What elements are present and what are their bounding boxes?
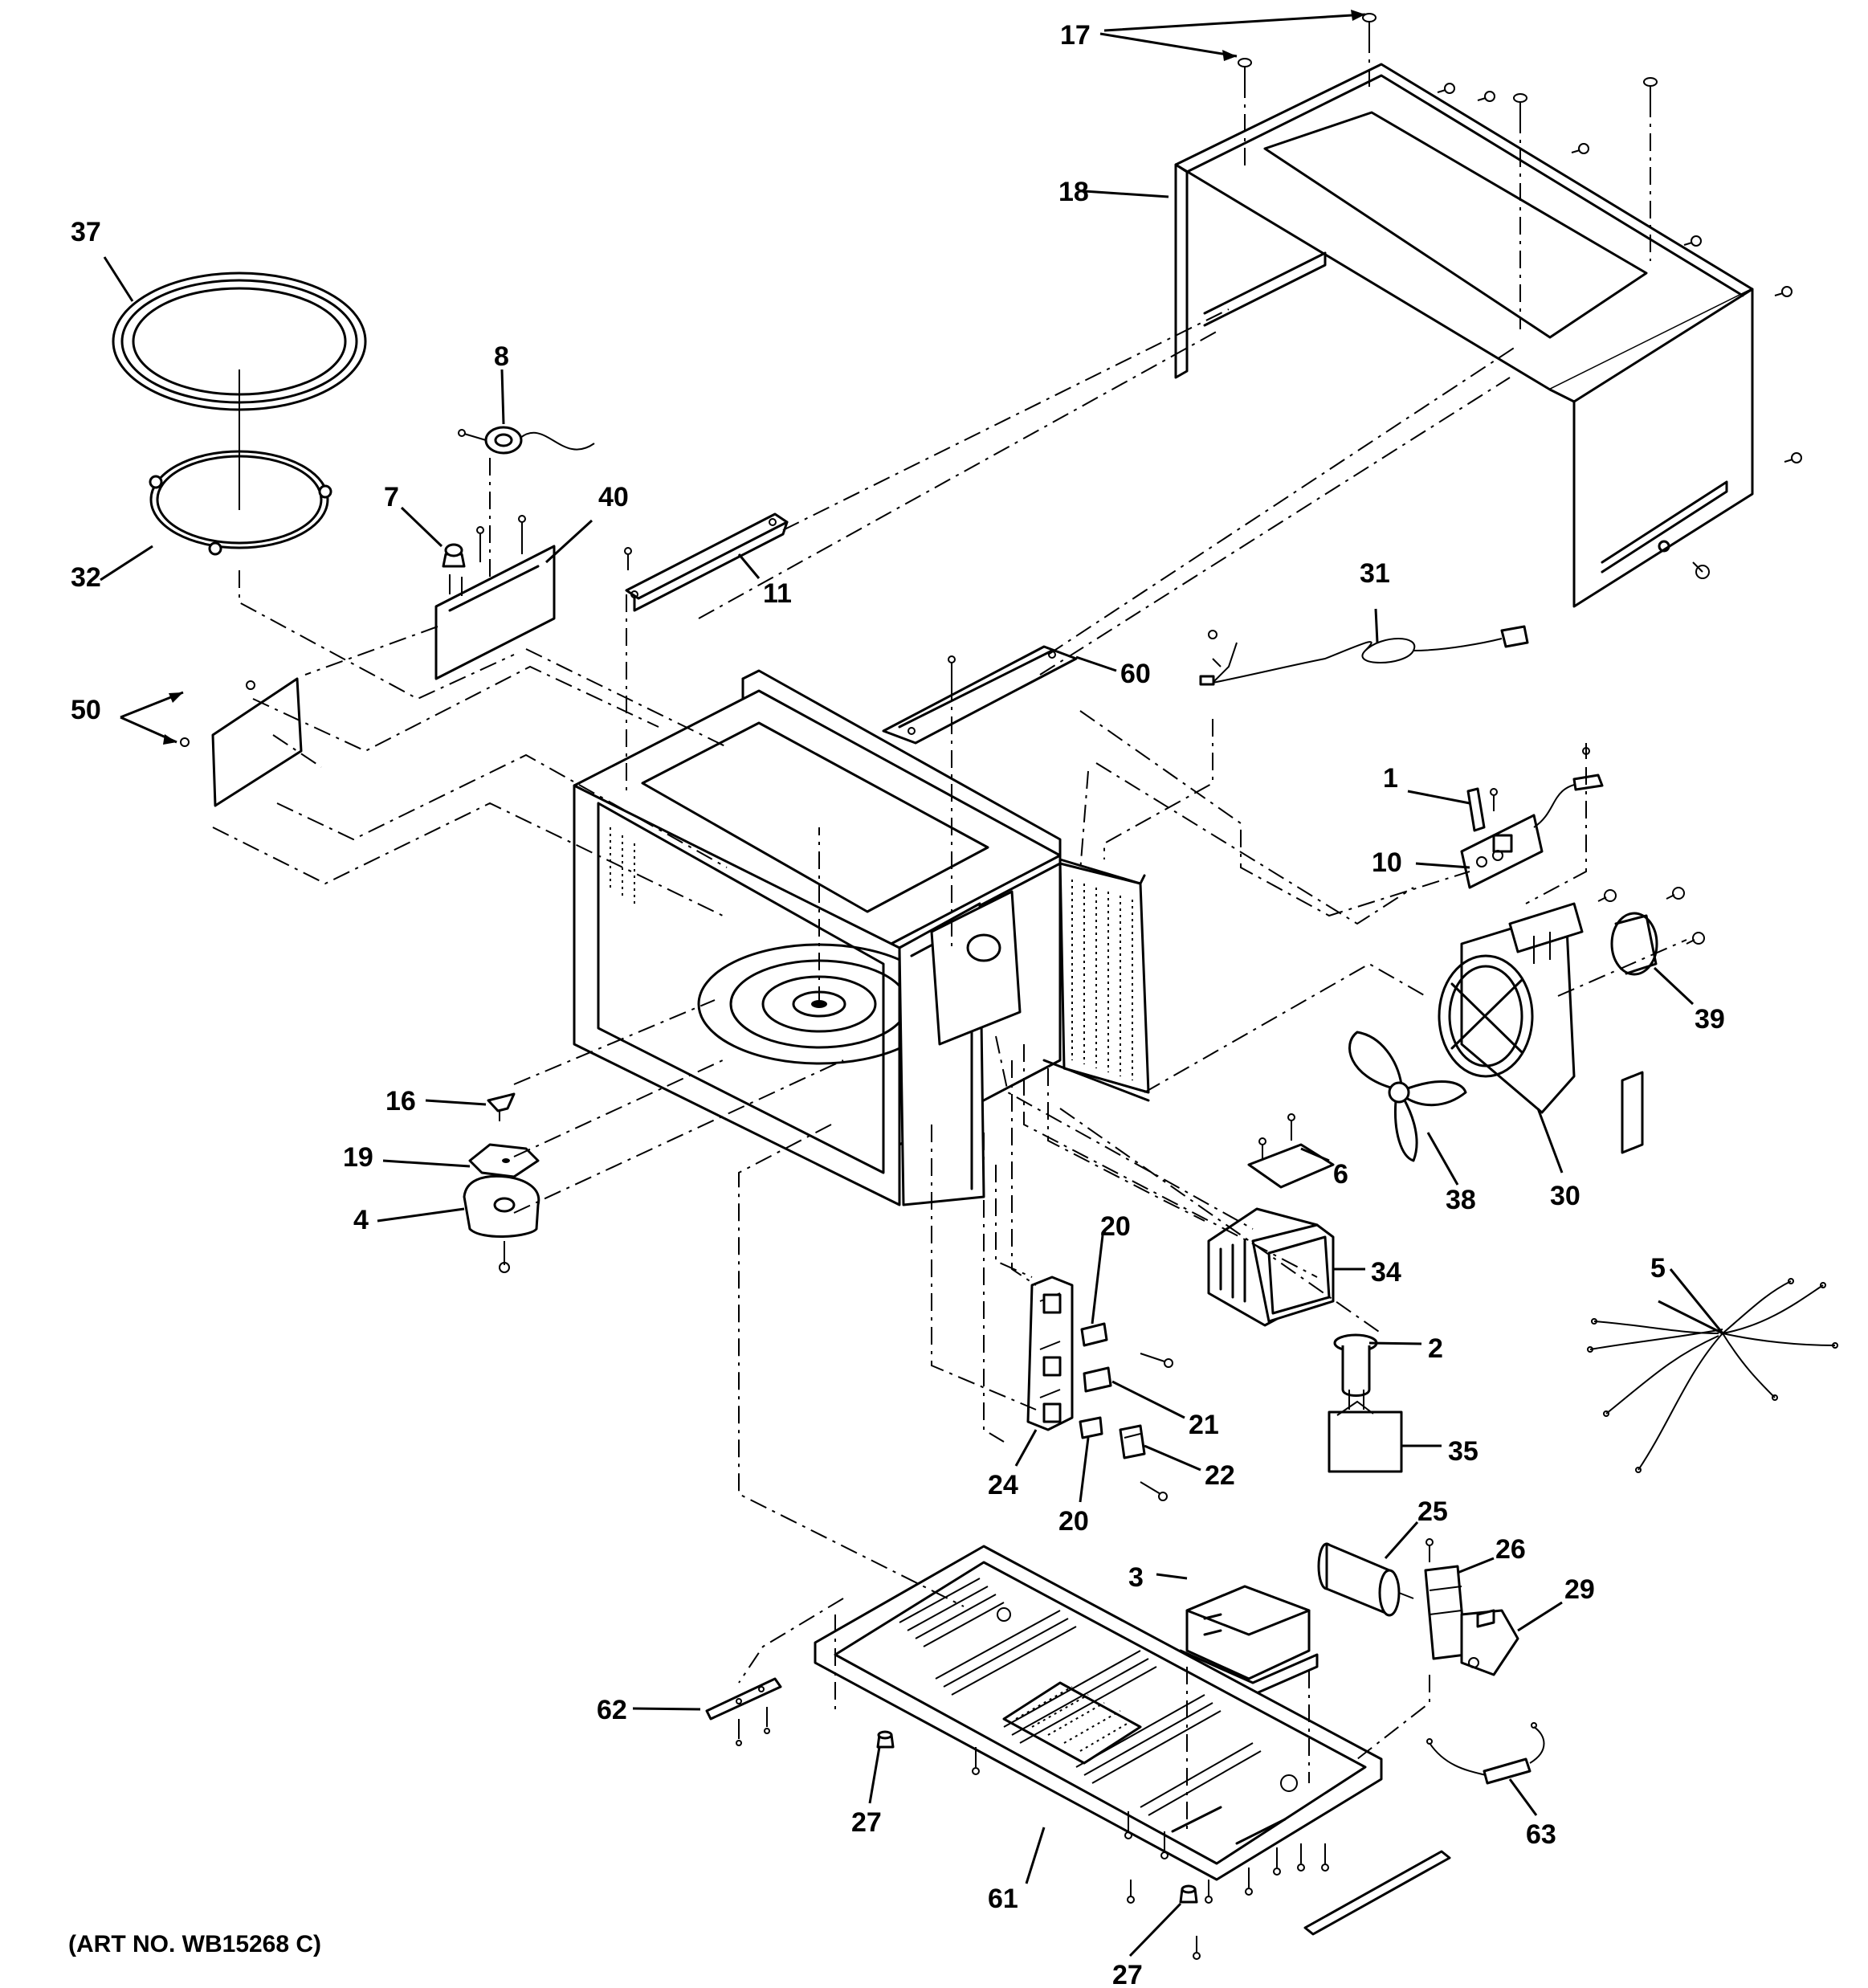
part-27-foot-lower <box>1179 1884 1198 1904</box>
part-35-capacitor-cover <box>1328 1400 1403 1473</box>
label-38: 38 <box>1446 1185 1476 1215</box>
label-37: 37 <box>71 217 101 247</box>
label-24: 24 <box>988 1470 1018 1500</box>
label-20-upper: 20 <box>1100 1211 1131 1242</box>
label-19: 19 <box>343 1142 373 1173</box>
label-30: 30 <box>1550 1181 1580 1211</box>
part-22-switch <box>1119 1424 1146 1459</box>
part-16-coupler <box>487 1092 516 1121</box>
part-1-relay <box>1466 787 1498 832</box>
arrowhead <box>163 734 177 745</box>
part-10-control-board <box>1460 774 1604 889</box>
part-60-rail <box>882 645 1078 745</box>
part-11-rail <box>624 512 789 612</box>
part-39-fan-motor <box>1557 887 1705 997</box>
label-11: 11 <box>763 578 792 609</box>
label-6: 6 <box>1333 1159 1348 1190</box>
part-38-fan-blade <box>1348 1031 1467 1162</box>
part-50-cover-plate <box>180 677 303 807</box>
label-21: 21 <box>1189 1410 1219 1440</box>
part-20-switch-lower <box>1079 1416 1103 1439</box>
part-18-outer-case <box>1174 63 1802 608</box>
part-32-roller-ring <box>149 369 332 556</box>
duct-tab <box>1621 1071 1644 1154</box>
label-29: 29 <box>1564 1574 1595 1605</box>
label-18: 18 <box>1058 177 1089 207</box>
front-trim-strip <box>1303 1850 1451 1936</box>
label-34: 34 <box>1371 1257 1401 1288</box>
arrowhead <box>169 692 183 703</box>
part-5-wire-harness <box>1587 1278 1838 1473</box>
label-5: 5 <box>1650 1253 1666 1284</box>
assembly-lines <box>212 308 1519 1831</box>
part-24-latch-board <box>1026 1276 1074 1431</box>
part-26-bracket <box>1424 1538 1467 1660</box>
main-cavity-chassis <box>573 669 1150 1206</box>
part-27-foot-upper <box>876 1730 895 1749</box>
label-40: 40 <box>598 482 629 512</box>
label-7: 7 <box>384 482 399 512</box>
part-62-bracket <box>705 1677 782 1746</box>
board-link <box>1525 743 1587 904</box>
label-27-upper: 27 <box>851 1807 882 1838</box>
part-2-fuse-holder <box>1333 1333 1378 1410</box>
label-8: 8 <box>494 341 509 372</box>
label-22: 22 <box>1205 1460 1235 1491</box>
part-63-sensor <box>1426 1722 1545 1785</box>
label-3: 3 <box>1128 1562 1144 1593</box>
part-31-power-cord <box>1199 625 1529 686</box>
label-10: 10 <box>1372 847 1402 878</box>
label-26: 26 <box>1495 1534 1526 1565</box>
label-60: 60 <box>1120 659 1151 689</box>
part-20-switch-upper <box>1080 1322 1108 1347</box>
label-25: 25 <box>1417 1496 1448 1527</box>
label-63: 63 <box>1526 1819 1556 1850</box>
part-21-switch <box>1083 1366 1112 1393</box>
part-25-capacitor <box>1317 1542 1414 1617</box>
part-3-transformer <box>1179 1585 1319 1696</box>
latch-screws <box>1140 1353 1173 1501</box>
label-62: 62 <box>597 1695 627 1725</box>
label-39: 39 <box>1695 1004 1725 1035</box>
label-4: 4 <box>353 1205 369 1235</box>
part-34-magnetron <box>1207 1143 1335 1327</box>
part-29-diode-cover <box>1460 1609 1519 1676</box>
arrowhead <box>1222 50 1237 61</box>
label-31: 31 <box>1360 558 1390 589</box>
label-1: 1 <box>1383 763 1398 794</box>
arrowhead <box>1351 10 1365 21</box>
part-61-base-plate <box>814 1545 1383 1881</box>
part-40-bracket <box>434 515 556 680</box>
part-17-rivets <box>1238 13 1658 329</box>
label-17: 17 <box>1060 20 1091 51</box>
part-labels: 17 18 37 8 7 40 32 11 31 60 50 1 10 39 1… <box>71 20 1725 1988</box>
label-20-lower: 20 <box>1058 1506 1089 1537</box>
label-16: 16 <box>385 1086 416 1116</box>
label-32: 32 <box>71 562 101 593</box>
part-4-turntable-motor <box>463 1174 540 1273</box>
label-2: 2 <box>1428 1333 1443 1364</box>
part-7-thermostat <box>442 543 466 596</box>
label-35: 35 <box>1448 1436 1478 1467</box>
base-screws <box>972 1747 1329 1960</box>
leader-lines <box>100 13 1724 1957</box>
label-50: 50 <box>71 695 101 725</box>
art-number: (ART NO. WB15268 C) <box>68 1931 321 1957</box>
label-61: 61 <box>988 1884 1018 1914</box>
part-30-fan-housing <box>1438 902 1584 1114</box>
label-27-lower: 27 <box>1112 1960 1143 1988</box>
